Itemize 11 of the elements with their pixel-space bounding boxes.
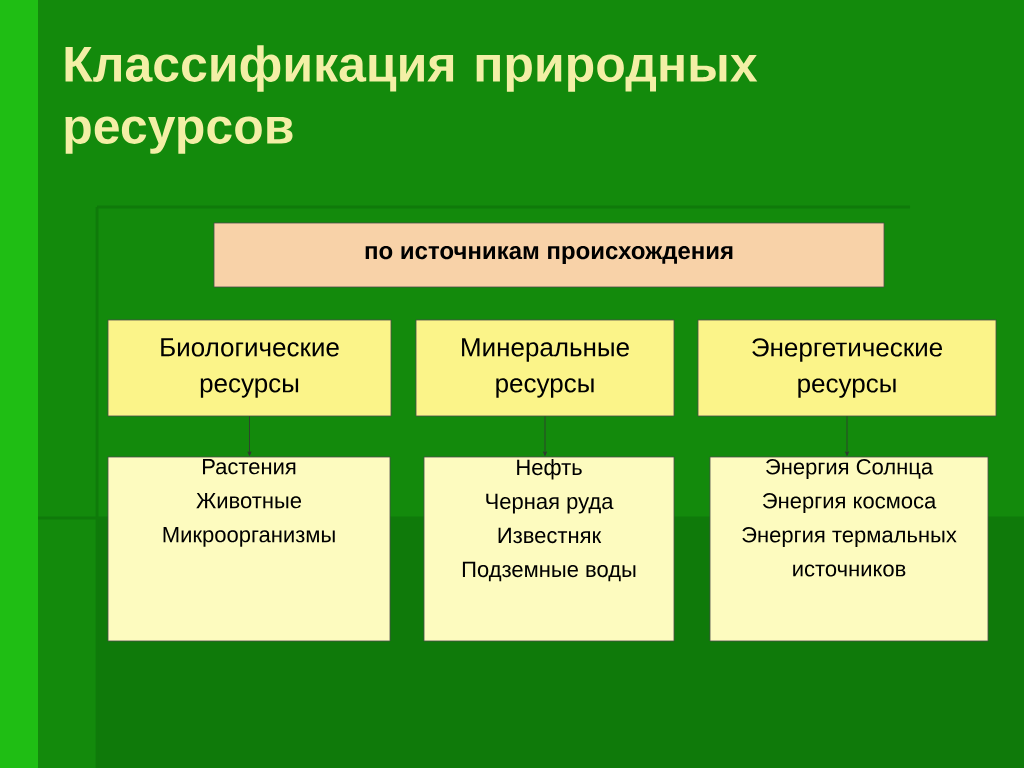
criterion-box: по источникам происхождения	[213, 222, 885, 288]
category-box: Биологические ресурсы	[107, 319, 392, 417]
arrow	[543, 416, 547, 456]
examples-box: Нефть Черная руда Известняк Подземные воды	[423, 456, 675, 642]
arrow	[247, 416, 252, 456]
category-box: Энергетические ресурсы	[697, 319, 997, 417]
title: Классификация природных ресурсов	[65, 45, 758, 154]
category-box: Минеральные ресурсы	[415, 319, 675, 417]
arrow	[845, 416, 849, 456]
examples-box: Энергия Солнца Энергия космоса Энергия термальных источников	[709, 456, 989, 642]
examples-box: Растения Животные Микроорганизмы	[107, 456, 391, 642]
